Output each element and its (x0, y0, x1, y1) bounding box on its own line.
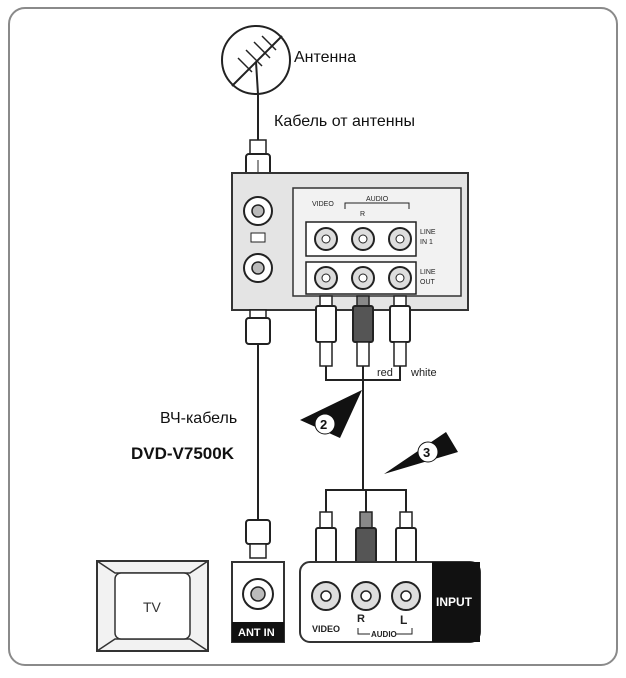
vcr-av-plugs: red white (315, 295, 437, 490)
tv-audio-label: AUDIO (371, 630, 397, 639)
step-3-number: 3 (423, 445, 430, 460)
white-plug-label: white (410, 367, 437, 379)
antenna-label: Антенна (294, 49, 357, 66)
vcr-line-in-label-2: IN 1 (420, 239, 433, 246)
antenna-cable-label: Кабель от антенны (274, 113, 415, 130)
vcr-video-label: VIDEO (312, 201, 334, 208)
vcr-back-panel: VIDEO AUDIO R LINE IN 1 LINE OUT (231, 172, 469, 311)
vcr-audio-label: AUDIO (366, 196, 389, 203)
tv-video-label: VIDEO (312, 624, 340, 634)
model-label: DVD-V7500K (131, 444, 234, 463)
tv-r-label: R (357, 613, 365, 625)
vcr-line-out-label-2: OUT (420, 279, 436, 286)
vcr-line-out-label-1: LINE (420, 269, 436, 276)
tv-ant-in-panel: ANT IN (231, 561, 285, 643)
tv-l-label: L (400, 613, 407, 627)
tv-av-input-panel: INPUT VIDEO R L AUDIO (299, 561, 481, 643)
step-2-number: 2 (320, 417, 327, 432)
rf-cable (245, 309, 271, 559)
step-2-callout: 2 (300, 390, 362, 438)
rf-cable-label: ВЧ-кабель (160, 410, 238, 427)
tv-icon: TV (96, 560, 209, 652)
input-label: INPUT (436, 595, 473, 609)
red-plug-label: red (377, 367, 393, 379)
vcr-line-in-label-1: LINE (420, 229, 436, 236)
antenna-icon (221, 25, 291, 95)
step-3-callout: 3 (384, 432, 458, 474)
ant-in-label: ANT IN (238, 627, 275, 639)
vcr-r-label: R (360, 211, 365, 218)
tv-label: TV (143, 599, 162, 615)
